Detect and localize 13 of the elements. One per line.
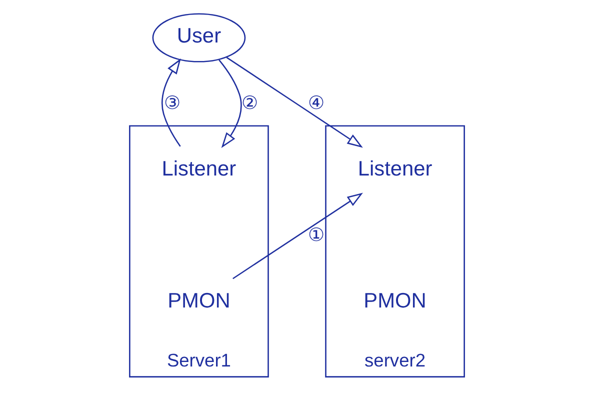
node-text: PMON (168, 289, 230, 312)
node-text: Listener (358, 157, 432, 180)
arrow (232, 192, 363, 280)
arrow (162, 58, 181, 147)
edge-label: ④ (308, 92, 324, 114)
edge-label: ① (308, 224, 324, 246)
node-text: PMON (364, 289, 426, 312)
edge-label: ② (241, 92, 258, 114)
node-text: Listener (162, 157, 236, 180)
arrow (226, 56, 363, 148)
node-ellipse: User (152, 13, 246, 62)
edge-label: ③ (164, 92, 180, 114)
arrow (218, 59, 242, 148)
